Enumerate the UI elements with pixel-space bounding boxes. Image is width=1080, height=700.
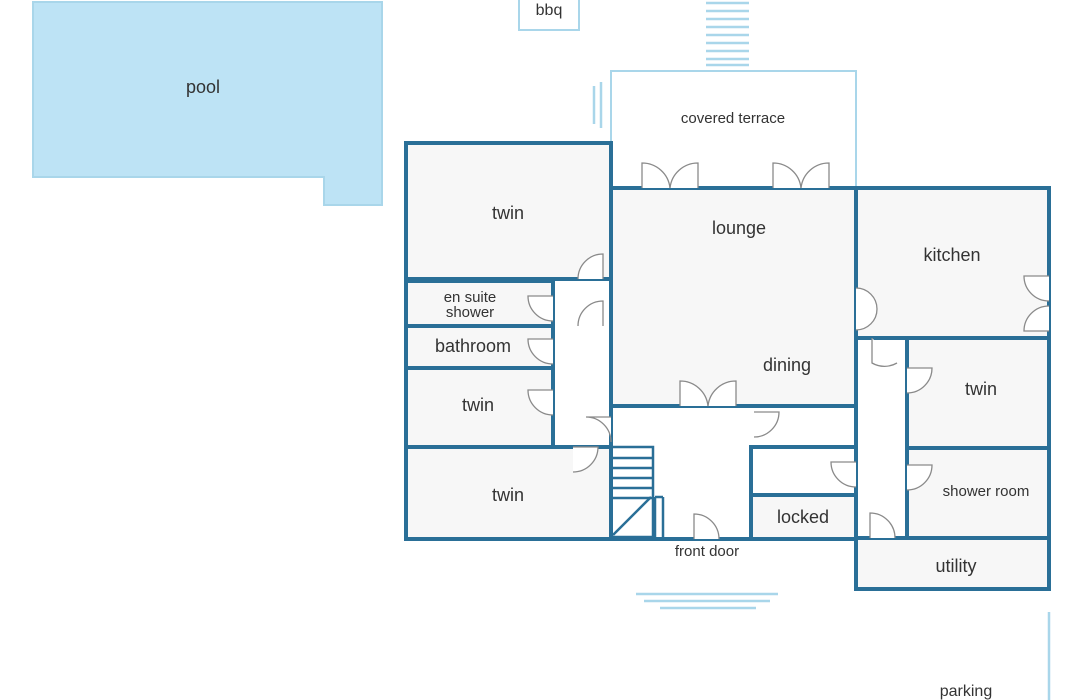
twin-room-middle-left bbox=[404, 366, 555, 449]
pool-label: pool bbox=[186, 77, 220, 97]
terrace-steps bbox=[706, 1, 749, 67]
staircase bbox=[609, 445, 665, 539]
dining-label: dining bbox=[763, 355, 811, 375]
covered-terrace-label: covered terrace bbox=[681, 110, 785, 127]
bbq-label: bbq bbox=[536, 2, 563, 19]
bbq-area bbox=[518, 0, 580, 31]
lounge-dining-room bbox=[609, 186, 858, 408]
kitchen-label: kitchen bbox=[923, 245, 980, 265]
side-steps bbox=[592, 82, 603, 128]
parking-label: parking bbox=[940, 683, 992, 700]
locked-label: locked bbox=[777, 507, 829, 527]
twin-room-top-left bbox=[404, 141, 613, 281]
twin-middle-left-label: twin bbox=[462, 395, 494, 415]
twin-right-label: twin bbox=[965, 379, 997, 399]
twin-room-right bbox=[905, 336, 1051, 450]
twin-top-left-label: twin bbox=[492, 203, 524, 223]
en-suite-label-line1: en suite bbox=[444, 289, 497, 306]
utility-label: utility bbox=[935, 556, 976, 576]
kitchen-room bbox=[854, 186, 1051, 340]
twin-bottom-left-label: twin bbox=[492, 485, 524, 505]
utility-room bbox=[854, 536, 1051, 591]
pool-area bbox=[32, 1, 383, 206]
shower-room-label: shower room bbox=[943, 483, 1030, 500]
front-steps bbox=[636, 592, 778, 610]
en-suite-label-line2: shower bbox=[446, 304, 494, 321]
lounge-label: lounge bbox=[712, 218, 766, 238]
bathroom-label: bathroom bbox=[435, 336, 511, 356]
front-door-label: front door bbox=[675, 543, 739, 560]
shower-room-area bbox=[905, 446, 1051, 540]
doors bbox=[527, 162, 1050, 540]
locked-room bbox=[749, 493, 858, 541]
